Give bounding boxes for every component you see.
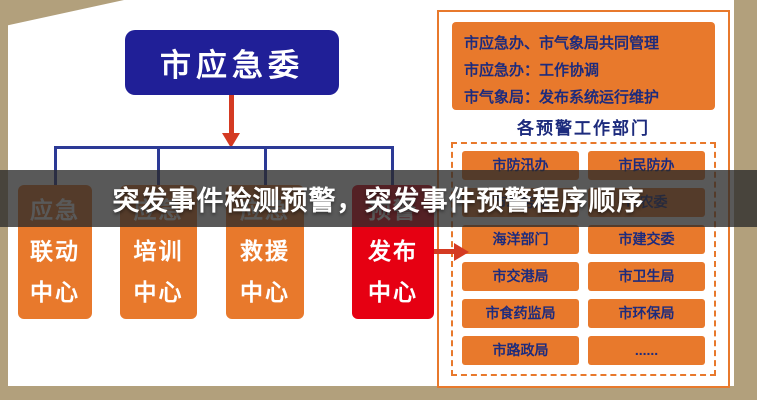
connector-stub-2 <box>157 146 160 186</box>
management-line-1: 市应急办、市气象局共同管理 <box>464 35 660 52</box>
connector-stub-4 <box>391 146 394 186</box>
center-box-line: 救援 <box>240 238 290 264</box>
center-box-line: 中心 <box>368 279 418 305</box>
management-line-3: 市气象局：发布系统运行维护 <box>464 89 660 106</box>
center-box-line: 中心 <box>30 279 80 305</box>
arrow-down-head-icon <box>222 133 240 148</box>
dept-cell-ocean: 海洋部门 <box>462 225 579 254</box>
connector-horizontal-line <box>54 146 393 149</box>
center-box-line: 中心 <box>240 279 290 305</box>
dept-cell-port-transport: 市交港局 <box>462 262 579 291</box>
connector-stub-1 <box>54 146 57 186</box>
arrow-right-head-icon <box>454 243 469 261</box>
dept-cell-health: 市卫生局 <box>588 262 705 291</box>
headline-banner-overlay: 突发事件检测预警，突发事件预警程序顺序 <box>0 170 757 227</box>
dept-cell-construction-transport: 市建交委 <box>588 225 705 254</box>
departments-title: 各预警工作部门 <box>517 119 650 138</box>
dept-cell-food-drug: 市食药监局 <box>462 299 579 328</box>
dept-cell-road-administration: 市路政局 <box>462 336 579 365</box>
center-box-line: 联动 <box>30 238 80 264</box>
dept-cell-environment: 市环保局 <box>588 299 705 328</box>
center-box-line: 中心 <box>133 279 184 305</box>
center-box-line: 发布 <box>368 238 418 264</box>
connector-stub-3 <box>264 146 267 186</box>
org-root-box-emergency-committee: 市应急委 <box>125 30 339 95</box>
headline-text: 突发事件检测预警，突发事件预警程序顺序 <box>112 186 645 216</box>
arrow-down-line <box>229 95 234 135</box>
management-line-2: 市应急办：工作协调 <box>464 62 600 79</box>
management-info-box: 市应急办、市气象局共同管理 市应急办：工作协调 市气象局：发布系统运行维护 <box>452 22 715 110</box>
dept-cell-ellipsis: ...... <box>588 336 705 365</box>
center-box-line: 培训 <box>133 238 184 264</box>
arrow-right-line <box>434 249 456 254</box>
